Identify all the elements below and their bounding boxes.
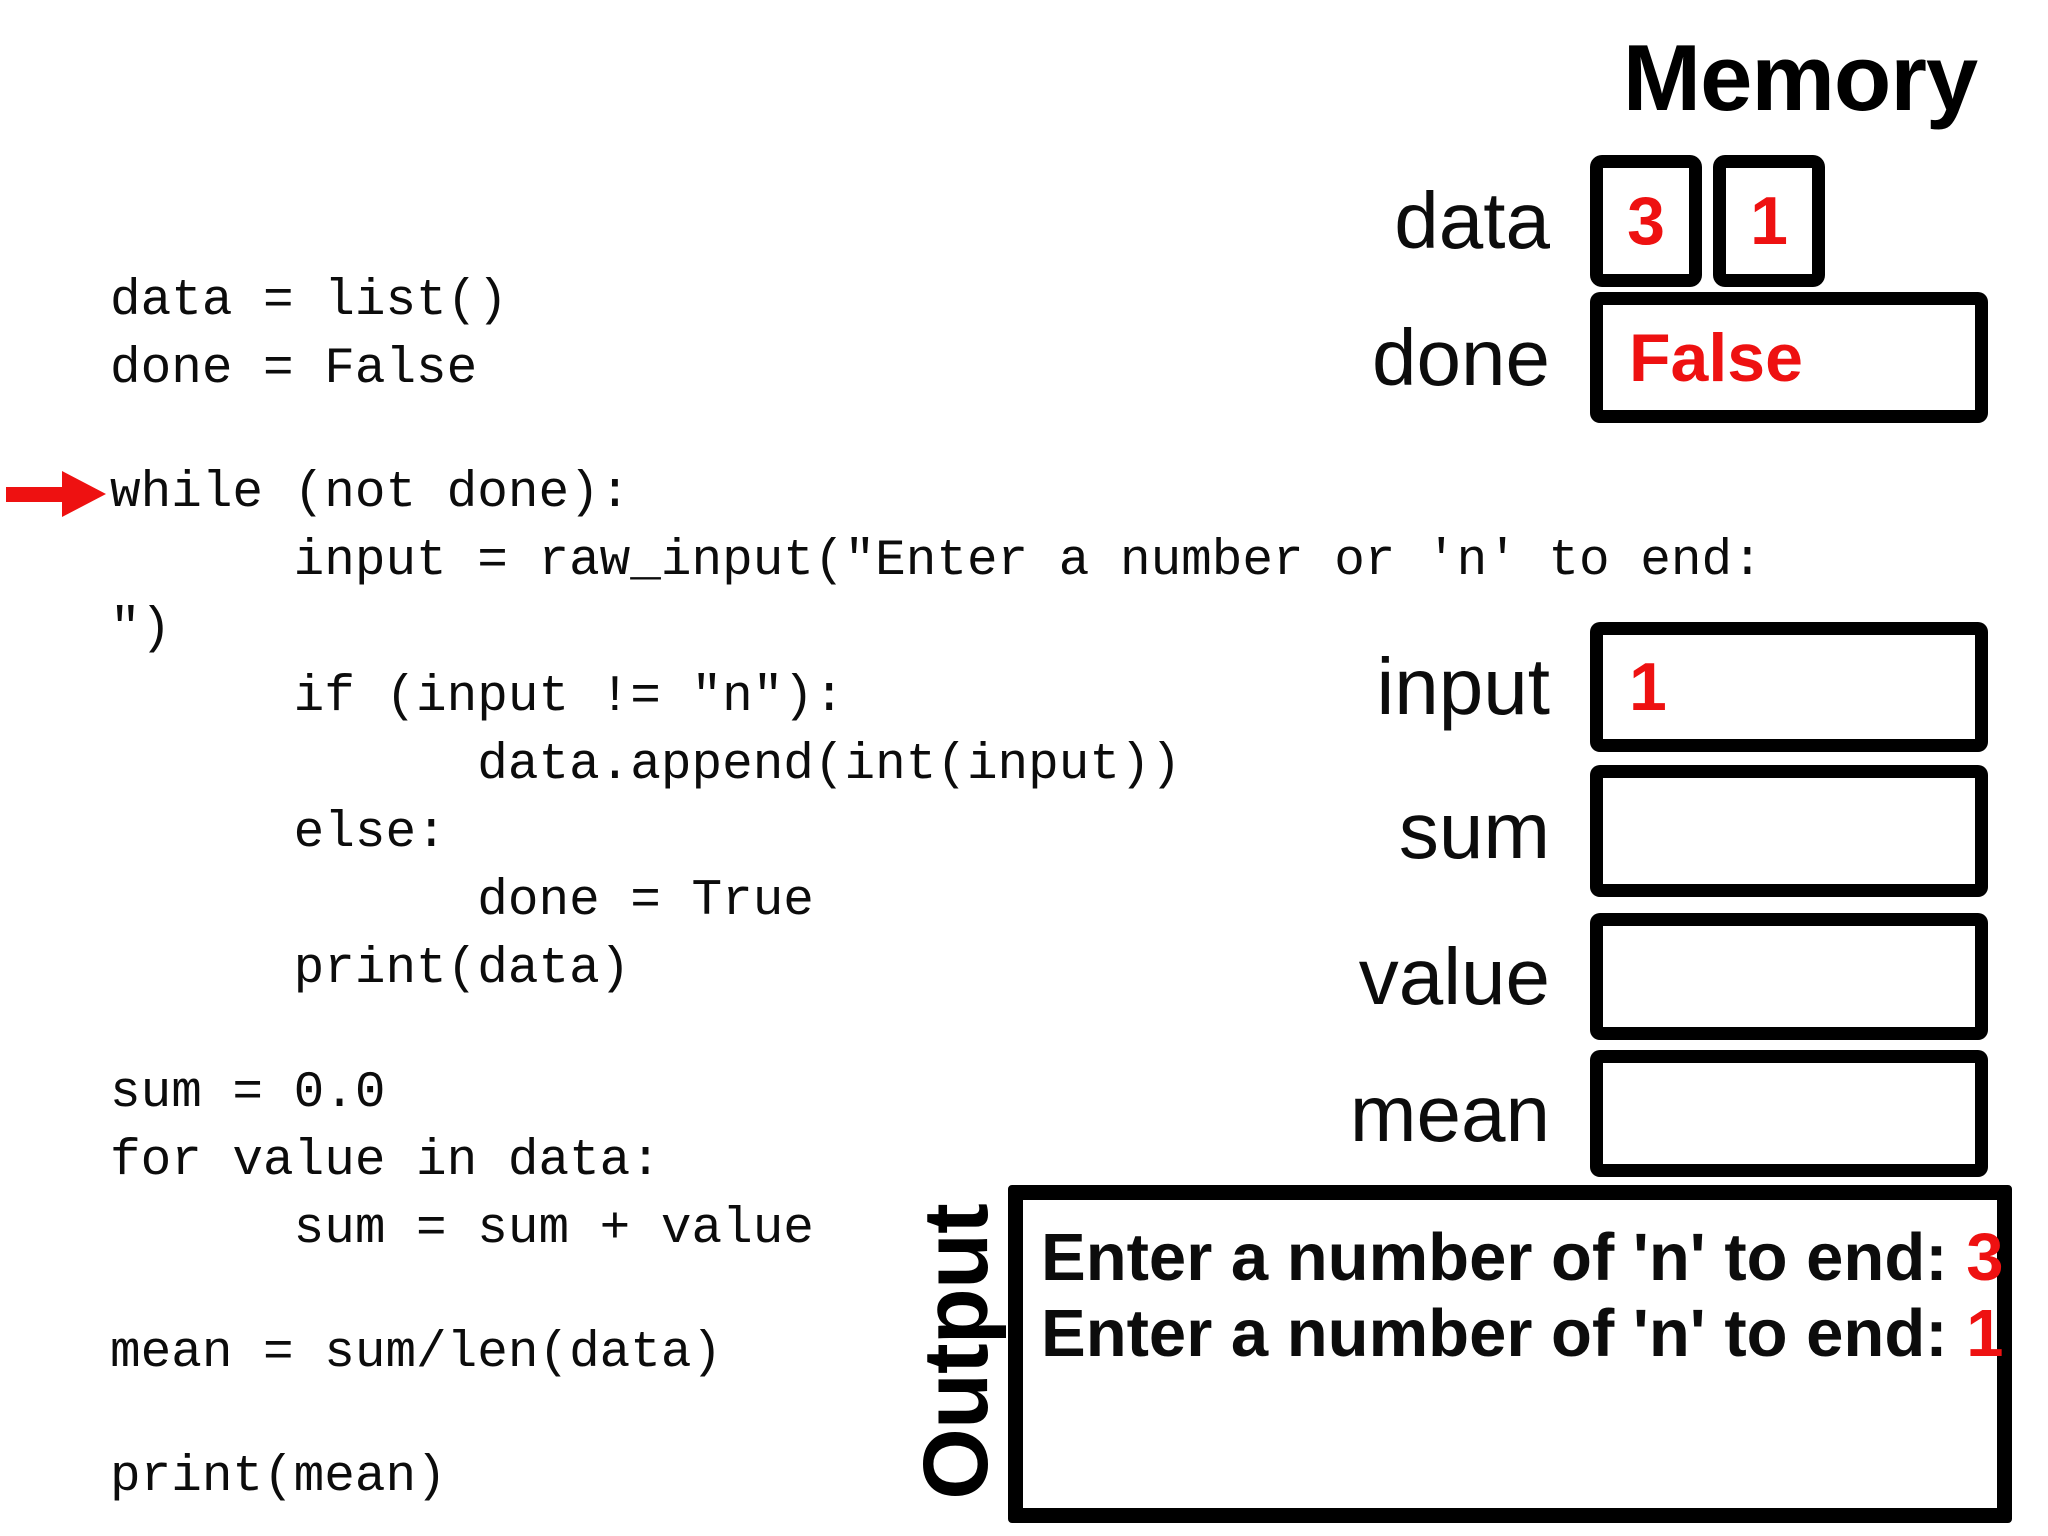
variable-label-input: input (1376, 642, 1550, 731)
code-line: print(mean) (110, 1449, 447, 1506)
list-cell: 1 (1713, 155, 1825, 287)
list-cells: 3 1 (1590, 155, 1836, 287)
variable-value-box (1590, 765, 1988, 897)
output-prompt-text: Enter a number of 'n' to end: (1041, 1296, 1967, 1371)
variable-value: 1 (1629, 649, 1667, 725)
memory-row-sum: sum (1032, 765, 1988, 897)
list-cell: 3 (1590, 155, 1702, 287)
variable-value-box: 1 (1590, 622, 1988, 752)
code-line: ") (110, 601, 172, 658)
memory-row-mean: mean (1032, 1050, 1988, 1177)
code-line: done = True (110, 873, 814, 930)
code-line: sum = 0.0 (110, 1065, 386, 1122)
code-line: data.append(int(input)) (110, 737, 1182, 794)
code-line: done = False (110, 341, 478, 398)
code-line: input = raw_input("Enter a number or 'n'… (110, 533, 1794, 590)
variable-value: False (1629, 319, 1803, 396)
variable-value-box: False (1590, 292, 1988, 423)
code-line: sum = sum + value (110, 1201, 814, 1258)
output-line: Enter a number of 'n' to end: 1 (1041, 1296, 2003, 1372)
output-line: Enter a number of 'n' to end: 3 (1041, 1220, 2003, 1296)
arrow-head (62, 471, 106, 517)
memory-title: Memory (1622, 25, 1978, 130)
code-listing: data = list() done = False while (not done… (110, 268, 1793, 1512)
variable-label-data: data (1394, 176, 1550, 265)
variable-label-mean: mean (1349, 1068, 1550, 1158)
output-entered-value: 3 (1966, 1220, 2004, 1295)
memory-row-value: value (1032, 913, 1988, 1040)
memory-row-done: done False (1032, 292, 1988, 423)
variable-value-box (1590, 1050, 1988, 1177)
variable-value-box (1590, 913, 1988, 1040)
execution-pointer-arrow (6, 471, 106, 517)
variable-label-value: value (1358, 931, 1550, 1021)
output-prompt-text: Enter a number of 'n' to end: (1041, 1220, 1967, 1295)
code-line: while (not done): (110, 465, 631, 522)
output-console: Enter a number of 'n' to end: 3 Enter a … (1008, 1185, 2012, 1523)
output-entered-value: 1 (1966, 1296, 2004, 1371)
code-line: else: (110, 805, 447, 862)
variable-label-sum: sum (1398, 786, 1550, 875)
variable-label-done: done (1372, 312, 1550, 402)
code-line: if (input != "n"): (110, 669, 845, 726)
code-line: for value in data: (110, 1133, 661, 1190)
memory-row-data: data 3 1 (1032, 155, 1836, 287)
code-line: data = list() (110, 273, 508, 330)
memory-row-input: input 1 (1032, 622, 1988, 752)
output-panel-label: Output (905, 1204, 1007, 1500)
code-line: print(data) (110, 941, 631, 998)
code-line: mean = sum/len(data) (110, 1325, 723, 1382)
arrow-bar (6, 487, 64, 502)
